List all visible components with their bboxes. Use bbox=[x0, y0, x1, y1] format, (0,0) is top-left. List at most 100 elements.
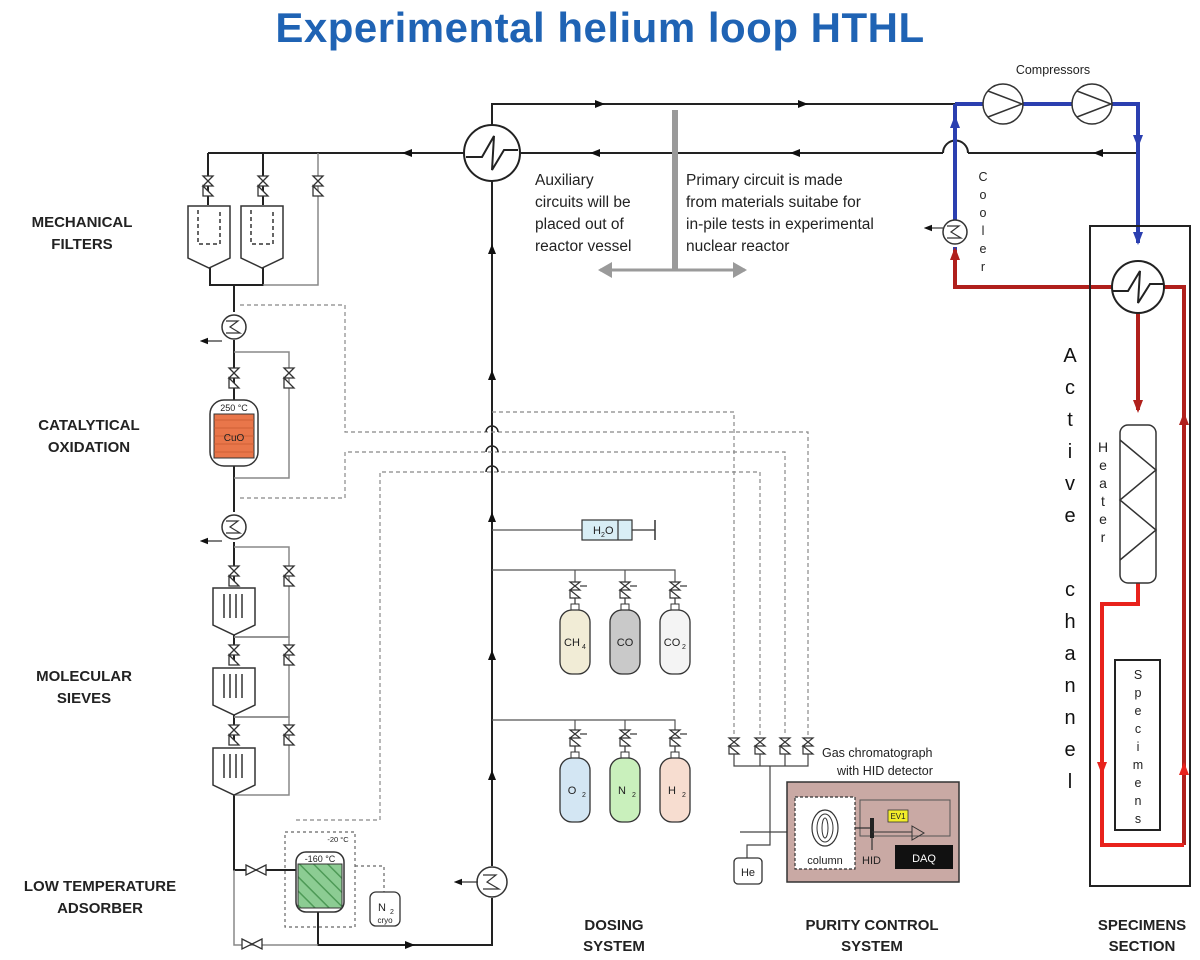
hid-detector: HID EV1 bbox=[855, 799, 951, 867]
gas-cylinder-label: CO bbox=[617, 637, 634, 649]
svg-text:MOLECULAR: MOLECULAR bbox=[36, 668, 132, 685]
svg-text:cryo: cryo bbox=[377, 916, 393, 925]
gas-cylinder-label: CO bbox=[664, 637, 681, 649]
svg-text:SYSTEM: SYSTEM bbox=[841, 938, 903, 955]
gas-cylinder: CO bbox=[609, 581, 641, 675]
separator-bar bbox=[598, 110, 747, 278]
svg-text:DAQ: DAQ bbox=[912, 853, 936, 865]
cooler bbox=[923, 219, 968, 245]
vertical-letter: l bbox=[1068, 771, 1072, 793]
cooler-small-2 bbox=[199, 514, 247, 545]
pcs-lines bbox=[733, 754, 809, 858]
vertical-letter: c bbox=[1065, 377, 1075, 399]
gas-cylinder-subscript: 4 bbox=[582, 644, 586, 651]
hot-line bbox=[953, 250, 1186, 845]
vertical-letter: h bbox=[1064, 611, 1075, 633]
svg-text:250 °C: 250 °C bbox=[220, 403, 248, 413]
svg-text:-20 °C: -20 °C bbox=[327, 835, 349, 844]
svg-text:ADSORBER: ADSORBER bbox=[57, 900, 143, 917]
vertical-letter: e bbox=[1064, 505, 1075, 527]
svg-text:N: N bbox=[378, 902, 386, 914]
vertical-letter: H bbox=[1098, 439, 1108, 455]
vertical-letter: l bbox=[982, 224, 985, 238]
svg-text:OXIDATION: OXIDATION bbox=[48, 439, 130, 456]
svg-text:MECHANICAL: MECHANICAL bbox=[32, 214, 133, 231]
vertical-letter: e bbox=[980, 242, 987, 256]
vertical-letter: m bbox=[1133, 758, 1143, 772]
gas-cylinder-subscript: 2 bbox=[682, 792, 686, 799]
specimens-box bbox=[1114, 659, 1161, 831]
vertical-letter: n bbox=[1064, 707, 1075, 729]
vertical-letter: n bbox=[1064, 675, 1075, 697]
heater bbox=[1118, 424, 1158, 584]
svg-text:in-pile tests in experimental: in-pile tests in experimental bbox=[686, 216, 874, 233]
valves bbox=[201, 175, 325, 951]
svg-text:circuits will be: circuits will be bbox=[535, 194, 631, 211]
svg-text:placed out of: placed out of bbox=[535, 216, 624, 233]
gc-label-2: with HID detector bbox=[836, 764, 933, 778]
svg-text:SYSTEM: SYSTEM bbox=[583, 938, 645, 955]
vertical-letter: i bbox=[1137, 740, 1140, 754]
vertical-letter: n bbox=[1135, 794, 1142, 808]
gas-cylinder-subscript: 2 bbox=[682, 644, 686, 651]
vertical-letter: a bbox=[1064, 643, 1076, 665]
svg-text:reactor vessel: reactor vessel bbox=[535, 238, 631, 255]
vertical-letter: e bbox=[1135, 704, 1142, 718]
svg-text:EV1: EV1 bbox=[890, 812, 906, 821]
h2o-syringe: H 2 O bbox=[581, 519, 656, 541]
flow-arrows bbox=[402, 100, 1103, 949]
sample-lines bbox=[240, 304, 809, 821]
svg-text:-160 °C: -160 °C bbox=[305, 854, 336, 864]
svg-text:nuclear reactor: nuclear reactor bbox=[686, 238, 789, 255]
vertical-letter: e bbox=[1099, 457, 1107, 473]
gc-column: column bbox=[794, 796, 856, 870]
svg-text:He: He bbox=[741, 867, 755, 879]
vertical-letter: c bbox=[1135, 722, 1141, 736]
heat-exchanger-channel bbox=[1111, 260, 1165, 314]
low-temperature-adsorber: -20 °C -160 °C N 2 cryo bbox=[284, 831, 401, 928]
vertical-letter: i bbox=[1068, 441, 1072, 463]
heat-exchanger-main bbox=[463, 124, 521, 182]
compressor-2 bbox=[1071, 83, 1114, 125]
vertical-letter: c bbox=[1065, 579, 1075, 601]
active-channel-frame bbox=[1089, 225, 1191, 887]
cooler-small-3 bbox=[453, 866, 508, 898]
svg-text:2: 2 bbox=[390, 909, 394, 916]
vertical-letter: o bbox=[980, 188, 987, 202]
compressors-label: Compressors bbox=[1016, 63, 1090, 77]
primary-note: Primary circuit is made from materials s… bbox=[686, 172, 874, 255]
vertical-letter: t bbox=[1067, 409, 1073, 431]
svg-text:CATALYTICAL: CATALYTICAL bbox=[38, 417, 139, 434]
vertical-letter: C bbox=[978, 170, 987, 184]
compressor-1 bbox=[982, 83, 1025, 125]
page-title: Experimental helium loop HTHL bbox=[275, 4, 925, 51]
svg-text:SECTION: SECTION bbox=[1109, 938, 1176, 955]
svg-text:column: column bbox=[807, 855, 842, 867]
gas-cylinder-subscript: 2 bbox=[632, 792, 636, 799]
vertical-letter: A bbox=[1063, 345, 1077, 367]
vertical-letter: S bbox=[1134, 668, 1142, 682]
svg-text:H: H bbox=[593, 525, 601, 537]
vertical-letter: p bbox=[1135, 686, 1142, 700]
heater-loop bbox=[1100, 580, 1184, 847]
svg-text:2: 2 bbox=[601, 532, 605, 539]
vertical-letter: s bbox=[1135, 812, 1141, 826]
svg-text:DOSING: DOSING bbox=[584, 917, 643, 934]
svg-text:CuO: CuO bbox=[224, 433, 245, 444]
svg-text:SIEVES: SIEVES bbox=[57, 690, 111, 707]
svg-text:FILTERS: FILTERS bbox=[51, 236, 112, 253]
cooler-small-1 bbox=[199, 314, 247, 345]
mechanical-filters bbox=[187, 205, 284, 269]
gc-label-1: Gas chromatograph bbox=[822, 746, 933, 760]
svg-text:O: O bbox=[605, 525, 614, 537]
vertical-letter: e bbox=[1099, 511, 1107, 527]
vertical-letter: a bbox=[1099, 475, 1107, 491]
